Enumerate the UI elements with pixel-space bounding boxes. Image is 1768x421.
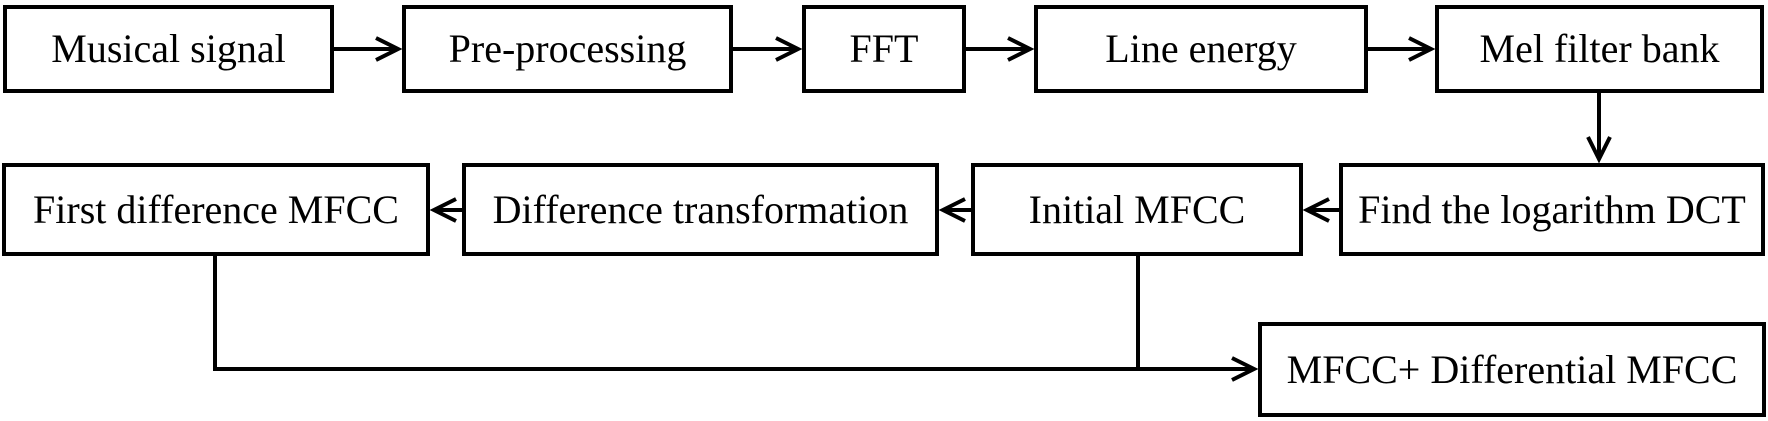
node-fft[interactable]: FFT <box>802 5 966 93</box>
node-musical-signal[interactable]: Musical signal <box>3 5 334 93</box>
node-label: First difference MFCC <box>33 186 399 232</box>
node-line-energy[interactable]: Line energy <box>1034 5 1368 93</box>
node-label: MFCC+ Differential MFCC <box>1286 346 1738 392</box>
node-initial-mfcc[interactable]: Initial MFCC <box>971 163 1303 256</box>
node-label: FFT <box>849 26 919 71</box>
edge-first-difference-mfcc-to-mfcc-differential-mfcc <box>213 256 1259 382</box>
node-label: Musical signal <box>51 26 286 71</box>
node-label: Difference transformation <box>492 186 909 232</box>
node-mel-filter-bank[interactable]: Mel filter bank <box>1435 5 1764 93</box>
node-label: Find the logarithm DCT <box>1358 186 1746 232</box>
node-label: Line energy <box>1105 26 1297 71</box>
node-mfcc-differential-mfcc[interactable]: MFCC+ Differential MFCC <box>1258 322 1766 417</box>
node-first-difference-mfcc[interactable]: First difference MFCC <box>2 163 430 256</box>
node-difference-transformation[interactable]: Difference transformation <box>462 163 939 256</box>
node-find-logarithm-dct[interactable]: Find the logarithm DCT <box>1339 163 1765 256</box>
node-pre-processing[interactable]: Pre-processing <box>402 5 733 93</box>
node-label: Pre-processing <box>448 26 687 71</box>
node-label: Mel filter bank <box>1479 26 1720 71</box>
node-label: Initial MFCC <box>1028 186 1246 232</box>
